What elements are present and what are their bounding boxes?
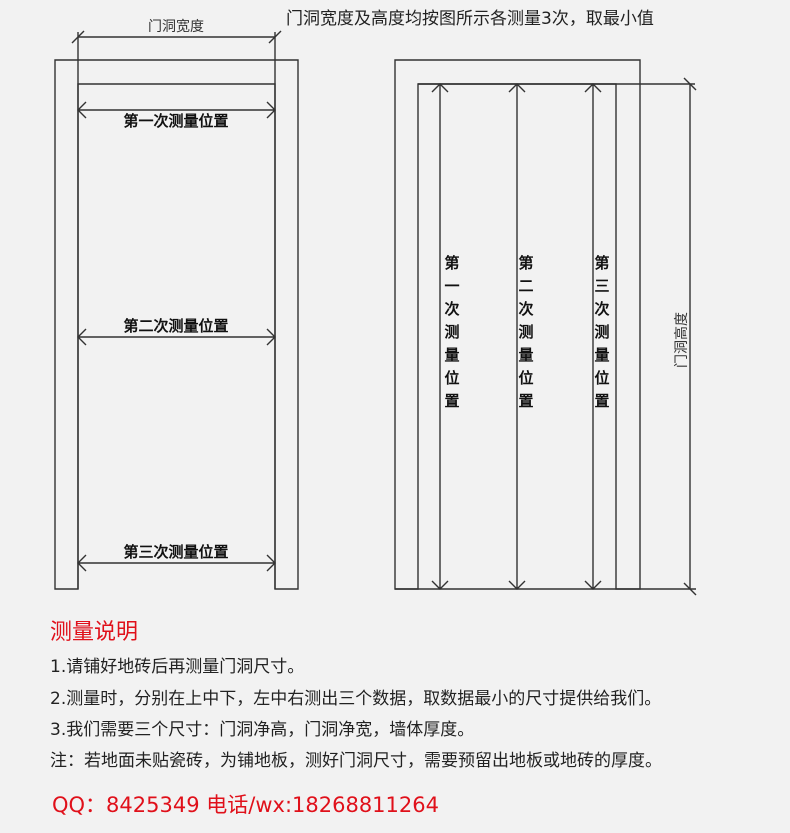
left-door-width-diagram: 门洞宽度 第一次测量位置 第二次测量位置 第三次测量位置 <box>54 18 299 590</box>
position-label-2: 第二次测量位置 <box>123 317 228 335</box>
right-door-height-diagram: 门洞高度 第一次测量位置 第二次测量位置 第三次测量位置 <box>394 59 697 596</box>
vertical-position-label-2: 第二次测量位置 <box>518 254 533 410</box>
notes-title: 测量说明 <box>50 620 139 645</box>
width-measure-arrow-2 <box>77 328 276 346</box>
vertical-position-label-3: 第三次测量位置 <box>594 254 609 410</box>
contact-info: QQ：8425349 电话/wx:18268811264 <box>52 793 439 817</box>
door-measurement-diagram: 门洞宽度 第一次测量位置 第二次测量位置 第三次测量位置 门洞高度 第一次测量位… <box>54 18 697 596</box>
note-item-3: 3.我们需要三个尺寸：门洞净高，门洞净宽，墙体厚度。 <box>50 720 475 740</box>
position-label-1: 第一次测量位置 <box>123 112 228 130</box>
vertical-position-label-1: 第一次测量位置 <box>444 254 459 410</box>
note-item-4: 注：若地面未贴瓷砖，为铺地板，测好门洞尺寸，需要预留出地板或地砖的厚度。 <box>50 751 662 771</box>
height-measure-arrow-1 <box>431 83 449 590</box>
height-label: 门洞高度 <box>673 312 690 368</box>
width-measure-arrow-3 <box>77 554 276 572</box>
note-item-1: 1.请铺好地砖后再测量门洞尺寸。 <box>50 657 305 677</box>
height-measure-arrow-3 <box>584 83 602 590</box>
width-measure-arrow-1 <box>77 101 276 119</box>
width-label: 门洞宽度 <box>148 18 204 35</box>
position-label-3: 第三次测量位置 <box>123 543 228 561</box>
instruction-title: 门洞宽度及高度均按图所示各测量3次，取最小值 <box>286 9 654 29</box>
height-measure-arrow-2 <box>508 83 526 590</box>
note-item-2: 2.测量时，分别在上中下，左中右测出三个数据，取数据最小的尺寸提供给我们。 <box>50 689 662 709</box>
